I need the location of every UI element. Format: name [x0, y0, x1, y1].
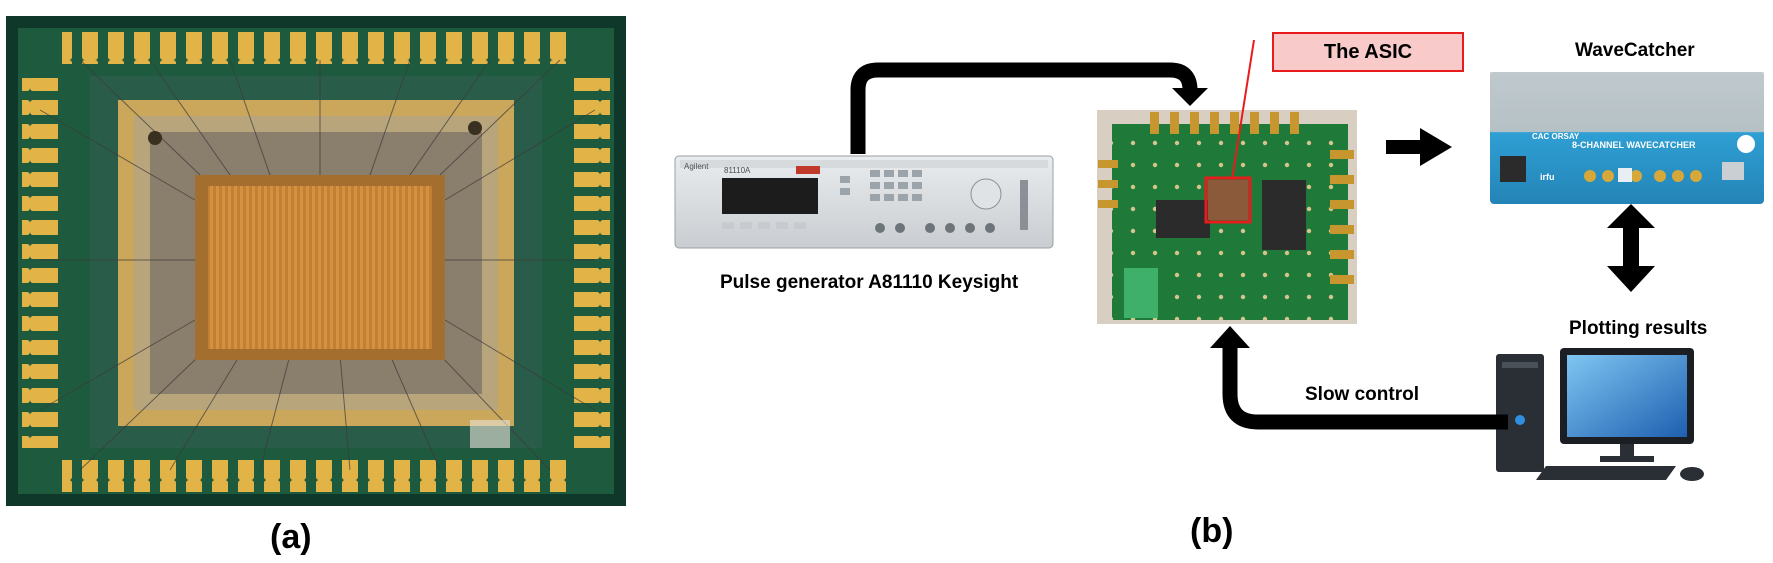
pg-display	[722, 178, 818, 214]
asic-callout-line	[1231, 39, 1255, 181]
bottom-leads	[62, 460, 570, 492]
wavecatcher-caption: WaveCatcher	[1575, 40, 1695, 61]
pg-connectors	[875, 223, 995, 233]
output-arrow	[1386, 140, 1422, 154]
pg-keypad	[840, 170, 922, 201]
sma-connectors-top	[1150, 112, 1299, 134]
pg-knob	[970, 178, 1002, 210]
wavecatcher-panel-text: 8-CHANNEL WAVECATCHER	[1572, 140, 1696, 150]
wavecatcher-logo-orsay: CAC ORSAY	[1532, 132, 1580, 141]
keyboard	[1536, 466, 1676, 480]
monitor-screen	[1567, 355, 1687, 437]
asic-callout: The ASIC	[1272, 32, 1464, 72]
pulse-generator-model: 81110A	[724, 166, 751, 175]
pulse-generator-caption: Pulse generator A81110 Keysight	[720, 272, 1019, 293]
bond-wires	[39, 59, 596, 471]
computer-image	[1496, 348, 1704, 481]
wavecatcher-logo-irfu: irfu	[1540, 172, 1555, 182]
data-link-arrow-down	[1607, 266, 1655, 292]
pixel-matrix	[208, 186, 432, 349]
right-leads	[574, 78, 610, 448]
panel-a-label: (a)	[270, 518, 312, 556]
top-leads	[62, 32, 570, 64]
slow-control-caption: Slow control	[1305, 384, 1419, 405]
asic-callout-label: The ASIC	[1323, 40, 1413, 63]
pc-tower	[1496, 354, 1544, 472]
plotting-results-caption: Plotting results	[1569, 318, 1708, 339]
pulse-generator-image	[674, 155, 1054, 249]
sma-connectors-right	[1330, 150, 1354, 284]
asic-board-image	[1097, 110, 1357, 324]
asic-highlight	[1204, 176, 1252, 224]
wavecatcher-image	[1490, 72, 1764, 204]
slow-control-arrow	[1222, 344, 1508, 430]
pulse-arrow	[850, 62, 1198, 154]
pulse-generator-brand: Agilent	[684, 162, 709, 171]
data-link-arrow	[1623, 224, 1639, 270]
left-leads	[22, 78, 58, 448]
mouse	[1680, 467, 1704, 481]
data-link-arrow-up	[1607, 204, 1655, 228]
output-arrow-head	[1420, 128, 1452, 166]
panel-b-label: (b)	[1190, 512, 1234, 550]
chip-micrograph	[6, 16, 626, 506]
terminal-block	[1124, 268, 1158, 318]
pulse-arrow-head	[1172, 88, 1208, 106]
slow-control-arrow-head	[1210, 326, 1250, 348]
